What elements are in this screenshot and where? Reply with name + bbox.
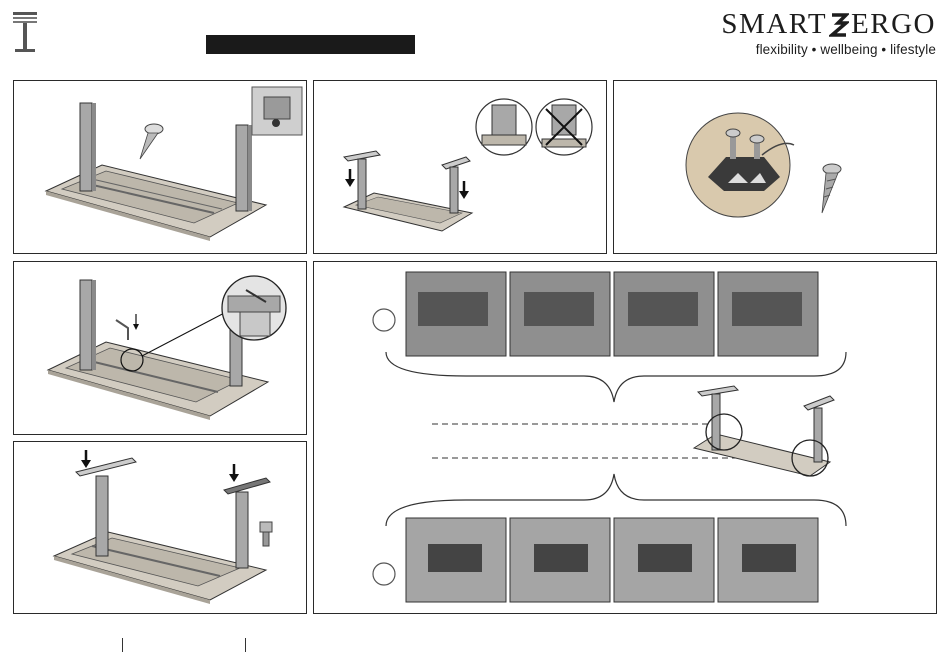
- screw-icon: [140, 124, 163, 159]
- connector-photo-icon: [406, 272, 818, 356]
- brand-name-right: ERGO: [851, 8, 936, 41]
- leg-bracket-icon: [252, 87, 302, 135]
- correct-fit-icon: [476, 99, 532, 155]
- step-panel-leg-screw: [13, 80, 307, 254]
- mount-plates-illustration: [314, 81, 607, 254]
- frame-icon: [694, 386, 834, 476]
- footer-divider: [122, 638, 123, 652]
- step-panel-motor-connection: [313, 261, 937, 614]
- step-panel-bracket-wood-screw: [613, 80, 937, 254]
- step-marker-b: [373, 563, 395, 585]
- brand-tagline: flexibility • wellbeing • lifestyle: [721, 42, 936, 57]
- bracket-closeup-icon: [686, 113, 794, 217]
- step-panel-hex-key-tighten: [13, 261, 307, 435]
- brand-name-left: SMART: [721, 8, 827, 41]
- detail-zoom-icon: [222, 276, 286, 340]
- step-panel-mount-plates: [313, 80, 607, 254]
- hex-key-illustration: [14, 262, 307, 435]
- top-plates-illustration: [14, 442, 307, 614]
- brand-block: SMART ERGO flexibility • wellbeing • lif…: [721, 8, 936, 57]
- leg-screw-illustration: [14, 81, 307, 254]
- standing-desk-icon: [12, 10, 38, 54]
- wrong-fit-icon: [536, 99, 592, 155]
- footer-divider: [245, 638, 246, 652]
- bolt-icon: [260, 522, 272, 546]
- title-bar: [206, 35, 415, 54]
- plate-icon: [76, 450, 136, 476]
- bracket-wood-screw-illustration: [614, 81, 937, 254]
- hex-key-icon: [116, 314, 139, 340]
- wood-screw-icon: [822, 164, 841, 213]
- step-marker-a: [373, 309, 395, 331]
- brand-name: SMART ERGO: [721, 8, 936, 41]
- step-panel-top-plates-bolt: [13, 441, 307, 614]
- brand-s-icon: [829, 11, 849, 39]
- motor-connection-illustration: [314, 262, 937, 614]
